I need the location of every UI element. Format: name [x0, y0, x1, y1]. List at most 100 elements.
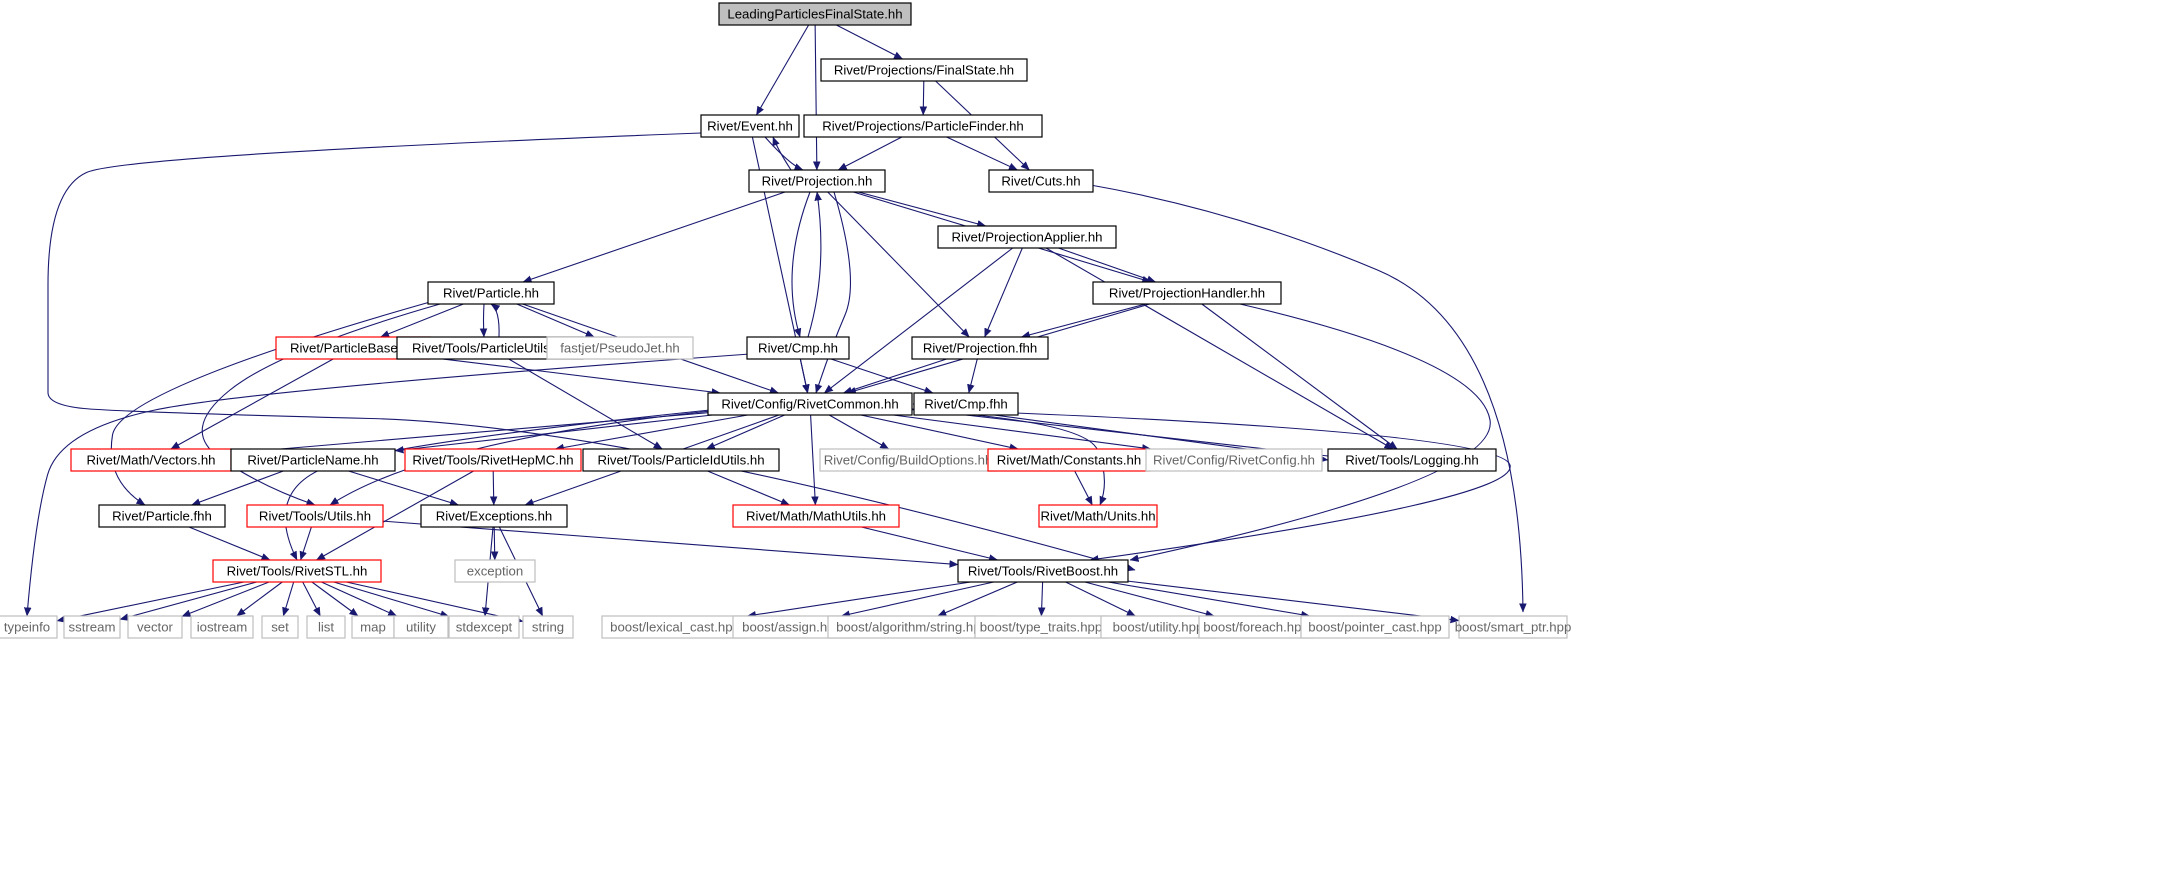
node-box: [230, 448, 396, 472]
edge-projapplier-to-projfhh: [984, 247, 1023, 338]
edge-projhandler-to-logging: [1201, 303, 1398, 450]
edge-projapplier-to-projhandler: [1058, 247, 1156, 283]
edge-rivetcommon-to-buildoptions: [828, 414, 890, 450]
node-box: [820, 58, 1028, 82]
node-particlebase[interactable]: Rivet/ParticleBase.hh: [275, 336, 431, 360]
node-box: [393, 615, 449, 639]
node-list: list: [306, 615, 346, 639]
node-label: sstream: [69, 620, 116, 635]
edge-particle-to-particlefhh: [110, 301, 431, 506]
node-box: [306, 615, 346, 639]
edge-event-to-projection: [764, 136, 804, 171]
edge-projhandler-to-projfhh: [1020, 303, 1146, 339]
node-box: [1327, 448, 1497, 472]
node-label: map: [360, 620, 386, 635]
edge-projapplier-to-rivetcommon: [823, 247, 1014, 394]
node-particleutils[interactable]: Rivet/Tools/ParticleUtils.hh: [396, 336, 584, 360]
node-label: LeadingParticlesFinalState.hh: [727, 7, 902, 22]
edge-cmp-to-projection: [807, 191, 822, 338]
node-box: [98, 504, 226, 528]
node-vectors[interactable]: Rivet/Math/Vectors.hh: [70, 448, 232, 472]
edge-cuts-to-smartptr: [1084, 183, 1527, 613]
edge-root-to-event: [755, 24, 810, 116]
node-exceptions[interactable]: Rivet/Exceptions.hh: [420, 504, 568, 528]
node-label: stdexcept: [456, 620, 513, 635]
edge-rivetboost-to-algostring: [937, 581, 1018, 617]
node-label: Rivet/Tools/RivetBoost.hh: [968, 564, 1118, 579]
node-rivethepmc[interactable]: Rivet/Tools/RivetHepMC.hh: [404, 448, 582, 472]
edge-rivetstl-to-map: [311, 581, 359, 617]
edge-projfhh-to-cmpfhh: [967, 358, 978, 394]
node-box: [700, 114, 800, 138]
node-projapplier[interactable]: Rivet/ProjectionApplier.hh: [937, 225, 1117, 249]
node-mathutils[interactable]: Rivet/Math/MathUtils.hh: [732, 504, 900, 528]
node-set: set: [261, 615, 299, 639]
node-particlefhh[interactable]: Rivet/Particle.fhh: [98, 504, 226, 528]
edge-rivetstl-to-sstream: [119, 581, 257, 621]
edge-particleutils-to-particleidutils: [508, 358, 663, 450]
edge-cmp-to-cmpfhh: [830, 358, 934, 394]
node-projection[interactable]: Rivet/Projection.hh: [748, 169, 886, 193]
node-box: [718, 2, 912, 26]
node-particlename[interactable]: Rivet/ParticleName.hh: [230, 448, 396, 472]
node-label: fastjet/PseudoJet.hh: [560, 341, 680, 356]
node-event[interactable]: Rivet/Event.hh: [700, 114, 800, 138]
edge-particlebase-to-vectors: [170, 358, 334, 450]
node-box: [911, 336, 1049, 360]
node-box: [988, 169, 1094, 193]
node-label: Rivet/Math/Vectors.hh: [86, 453, 215, 468]
node-label: Rivet/ParticleName.hh: [247, 453, 378, 468]
node-pointercast: boost/pointer_cast.hpp: [1300, 615, 1450, 639]
node-rivetcommon[interactable]: Rivet/Config/RivetCommon.hh: [707, 392, 913, 416]
node-constants[interactable]: Rivet/Math/Constants.hh: [987, 448, 1151, 472]
node-label: Rivet/Config/RivetConfig.hh: [1153, 453, 1315, 468]
node-label: Rivet/Projection.fhh: [923, 341, 1037, 356]
edge-projection-to-particle: [522, 191, 786, 283]
node-projhandler[interactable]: Rivet/ProjectionHandler.hh: [1092, 281, 1282, 305]
node-rivetstl[interactable]: Rivet/Tools/RivetSTL.hh: [212, 559, 382, 583]
node-vector: vector: [127, 615, 183, 639]
edge-particlefhh-to-rivetstl: [188, 526, 271, 561]
node-finalstate[interactable]: Rivet/Projections/FinalState.hh: [820, 58, 1028, 82]
node-cmpfhh[interactable]: Rivet/Cmp.fhh: [913, 392, 1019, 416]
node-box: [913, 392, 1019, 416]
edge-projection-to-projfhh: [827, 191, 970, 338]
node-utils[interactable]: Rivet/Tools/Utils.hh: [246, 504, 384, 528]
node-units[interactable]: Rivet/Math/Units.hh: [1038, 504, 1158, 528]
node-label: boost/algorithm/string.hpp: [836, 620, 988, 635]
node-smartptr: boost/smart_ptr.hpp: [1455, 615, 1571, 639]
node-projfhh[interactable]: Rivet/Projection.fhh: [911, 336, 1049, 360]
node-label: Rivet/Config/BuildOptions.hh: [824, 453, 993, 468]
node-label: Rivet/Math/MathUtils.hh: [746, 509, 886, 524]
node-typetraits: boost/type_traits.hpp: [974, 615, 1108, 639]
node-root[interactable]: LeadingParticlesFinalState.hh: [718, 2, 912, 26]
node-box: [1145, 448, 1323, 472]
node-string: string: [522, 615, 574, 639]
node-particleidutils[interactable]: Rivet/Tools/ParticleIdUtils.hh: [582, 448, 780, 472]
node-label: Rivet/ProjectionApplier.hh: [951, 230, 1102, 245]
edge-rivetstl-to-utility: [321, 581, 398, 617]
node-rivetboost[interactable]: Rivet/Tools/RivetBoost.hh: [957, 559, 1129, 583]
node-label: Rivet/Cmp.fhh: [924, 397, 1008, 412]
edge-rivetboost-to-typetraits: [1037, 581, 1046, 617]
node-box: [190, 615, 254, 639]
node-particle[interactable]: Rivet/Particle.hh: [427, 281, 555, 305]
node-box: [707, 392, 913, 416]
node-boostutility: boost/utility.hpp: [1100, 615, 1216, 639]
edge-rivethepmc-to-exceptions: [489, 470, 498, 506]
edge-rivetcommon-to-vectors: [230, 412, 709, 457]
edge-particlebase-to-rivetcommon: [429, 356, 721, 396]
node-cuts[interactable]: Rivet/Cuts.hh: [988, 169, 1094, 193]
node-label: Rivet/Particle.hh: [443, 286, 539, 301]
edge-rivetstl-to-set: [282, 581, 295, 617]
node-label: Rivet/Exceptions.hh: [436, 509, 553, 524]
edge-rivethepmc-to-rivetstl: [316, 470, 474, 561]
node-logging[interactable]: Rivet/Tools/Logging.hh: [1327, 448, 1497, 472]
node-label: Rivet/Particle.fhh: [112, 509, 212, 524]
node-cmp[interactable]: Rivet/Cmp.hh: [746, 336, 850, 360]
node-particlefinder[interactable]: Rivet/Projections/ParticleFinder.hh: [803, 114, 1043, 138]
node-label: Rivet/Config/RivetCommon.hh: [721, 397, 898, 412]
edge-rivetboost-to-boostutility: [1065, 581, 1136, 617]
node-label: Rivet/Tools/RivetSTL.hh: [227, 564, 368, 579]
node-label: boost/utility.hpp: [1113, 620, 1204, 635]
